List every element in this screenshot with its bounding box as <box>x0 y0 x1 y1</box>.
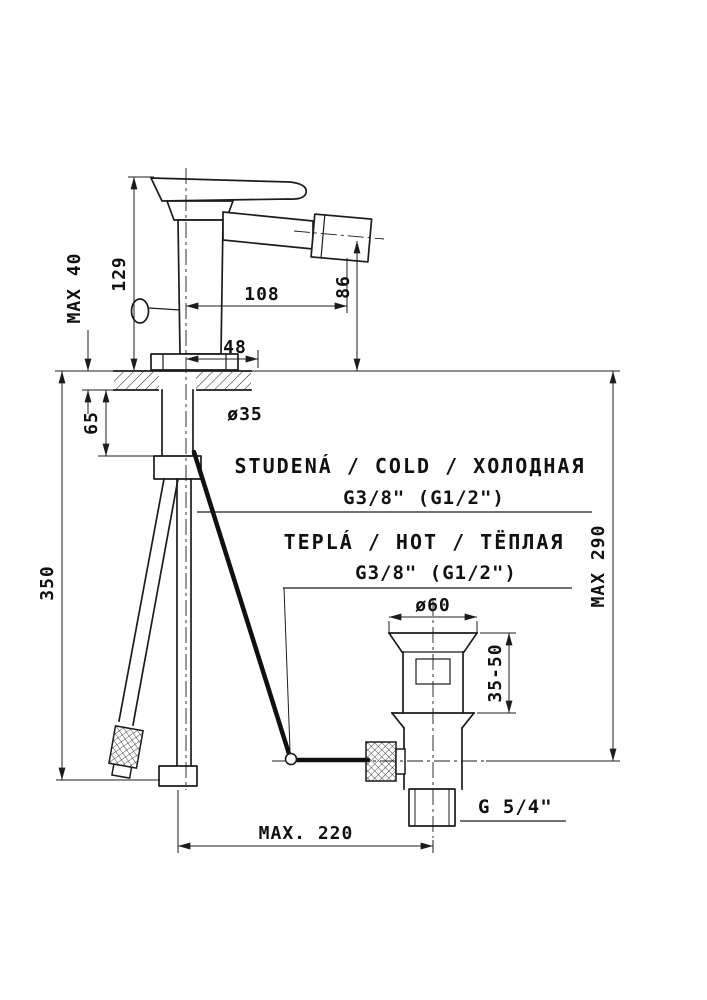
dim-dia-60-label: ø60 <box>415 595 451 616</box>
dim-35-50: 35-50 <box>477 632 516 714</box>
supply-hose <box>108 478 179 779</box>
drain-tailpiece <box>408 788 456 827</box>
dim-dia-35-label: ø35 <box>227 404 263 425</box>
dim-max-220: MAX. 220 <box>177 790 434 853</box>
dim-35-50-label: 35-50 <box>485 643 506 702</box>
dim-max-40: MAX 40 <box>64 252 92 414</box>
supply-pipe-straight <box>158 478 198 787</box>
supply-labels: STUDENÁ / COLD / ХОЛОДНАЯ G3/8" (G1/2") … <box>197 454 592 589</box>
spout-centerline <box>293 230 385 240</box>
dim-max-290: MAX 290 <box>486 371 620 762</box>
rod-ball-joint <box>284 752 298 766</box>
hot-thread-label: G3/8" (G1/2") <box>355 562 517 584</box>
hot-label: TEPLÁ / HOT / ТЁПЛАЯ <box>284 530 565 554</box>
cold-thread-label: G3/8" (G1/2") <box>343 487 505 509</box>
faucet-spout <box>222 211 314 250</box>
cold-label: STUDENÁ / COLD / ХОЛОДНАЯ <box>234 454 585 478</box>
aerator-nozzle <box>310 213 373 263</box>
dim-86-label: 86 <box>333 275 354 299</box>
dim-48-label: 48 <box>223 337 247 358</box>
mounting-deck <box>55 370 620 391</box>
hose-connector <box>108 724 144 779</box>
mounting-nut <box>153 455 202 480</box>
dimensions: 129 MAX 40 65 350 108 86 48 <box>37 176 620 853</box>
dim-86: 86 <box>333 241 361 371</box>
dim-129-label: 129 <box>109 256 130 292</box>
dim-48: 48 <box>186 337 259 368</box>
pipe-end-fitting <box>158 765 198 787</box>
faucet-body <box>177 219 224 355</box>
faucet-handle <box>150 177 308 202</box>
popup-rod-linkage <box>191 449 371 766</box>
dim-350: 350 <box>37 371 160 781</box>
dim-129: 129 <box>109 176 154 371</box>
dim-max-290-label: MAX 290 <box>588 525 609 608</box>
hot-leader-line <box>283 587 291 751</box>
dim-dia-35: ø35 <box>227 404 263 425</box>
dim-dia-60: ø60 <box>388 595 478 632</box>
dim-65-label: 65 <box>81 411 102 435</box>
thread-g54-label: G 5/4" <box>478 796 553 818</box>
dim-max-40-label: MAX 40 <box>64 252 85 323</box>
faucet <box>130 177 373 371</box>
dim-108: 108 <box>186 258 348 313</box>
threaded-shank <box>153 389 202 480</box>
drain-rod-nut <box>365 741 406 782</box>
dim-108-label: 108 <box>244 284 280 305</box>
popup-knob <box>130 298 181 324</box>
dim-max-220-label: MAX. 220 <box>259 823 354 844</box>
dim-65: 65 <box>81 390 154 457</box>
thread-g54: G 5/4" <box>460 796 566 822</box>
drain-assembly <box>365 631 479 827</box>
dim-350-label: 350 <box>37 565 58 601</box>
